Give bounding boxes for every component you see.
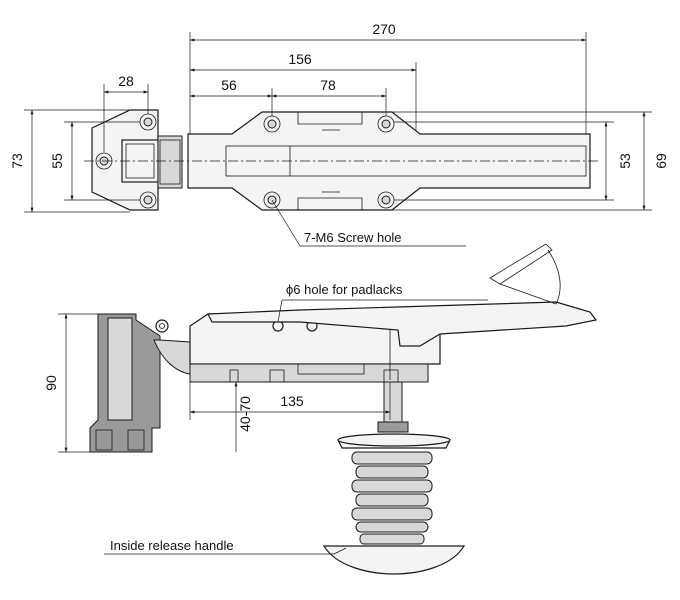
- dim-69-value: 69: [653, 153, 669, 169]
- dim-56-value: 56: [221, 77, 237, 93]
- dim-55-value: 55: [49, 153, 65, 169]
- dim-28: 28: [103, 73, 149, 152]
- dim-73-value: 73: [9, 153, 25, 169]
- dim-135: 135: [189, 382, 391, 420]
- dim-69: 69: [392, 111, 669, 211]
- dim-40-70: 40-70: [234, 381, 253, 452]
- bellows: [351, 451, 433, 545]
- padlock-label: ϕ6 hole for padlacks: [286, 282, 403, 297]
- strike-plate: [91, 109, 183, 211]
- release-handle-callout: Inside release handle: [104, 538, 347, 555]
- handle-lever: [207, 243, 598, 347]
- dim-28-value: 28: [118, 73, 134, 89]
- dim-55: 55: [49, 121, 140, 201]
- screw-hole-label: 7-M6 Screw hole: [304, 230, 402, 245]
- latch-hole-top-left: [263, 115, 281, 133]
- latch-hole-bottom-right: [377, 191, 395, 209]
- latch-body-top: [187, 111, 591, 211]
- dim-90: 90: [43, 313, 104, 453]
- screw-hole-callout: 7-M6 Screw hole: [271, 199, 466, 247]
- dim-156: 156: [189, 51, 417, 130]
- dim-135-value: 135: [280, 393, 304, 409]
- strike-block-side: [89, 313, 191, 453]
- inside-release-handle: [322, 381, 466, 575]
- dim-53-value: 53: [617, 153, 633, 169]
- dim-270-value: 270: [372, 21, 396, 37]
- dim-56-78: 56 78: [189, 77, 387, 116]
- side-view: 90 135 40-70 ϕ6 hole for padlacks Inside…: [43, 243, 598, 575]
- dim-73: 73: [9, 109, 130, 213]
- dim-90-value: 90: [43, 375, 59, 391]
- dim-78-value: 78: [320, 77, 336, 93]
- dim-270: 270: [189, 21, 587, 134]
- padlock-callout: ϕ6 hole for padlacks: [277, 282, 488, 323]
- dim-53: 53: [394, 121, 633, 201]
- dim-156-value: 156: [288, 51, 312, 67]
- dim-40-70-value: 40-70: [237, 396, 253, 432]
- latch-hole-top-right: [377, 115, 395, 133]
- top-view: 270 156 56 78 28 73: [9, 21, 669, 247]
- release-handle-label: Inside release handle: [110, 538, 234, 553]
